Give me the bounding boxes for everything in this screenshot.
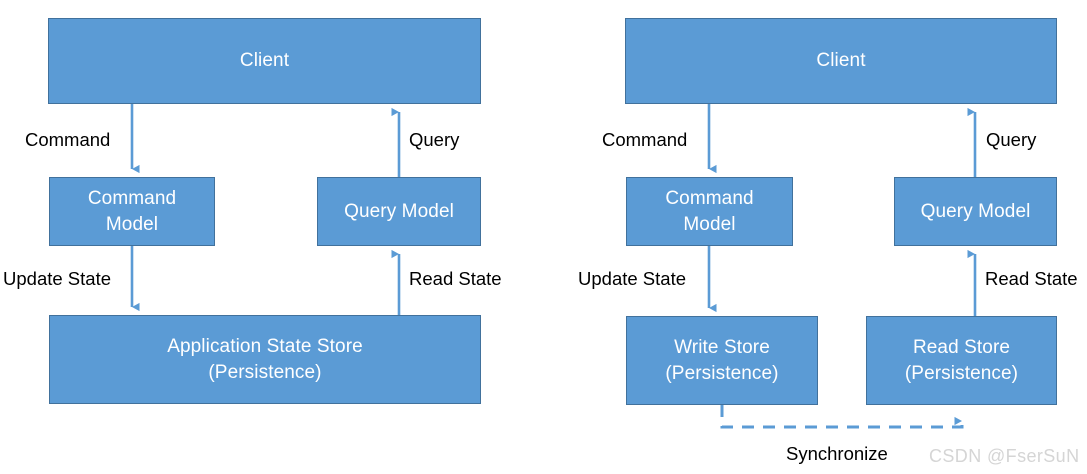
left-command-model-box[interactable]: Command Model [49, 177, 215, 246]
right-query-edge-label: Query [986, 129, 1037, 150]
left-store-label-line1: Application State Store [167, 336, 363, 358]
left-command-model-label-line2: Model [105, 213, 159, 235]
right-query-model-box[interactable]: Query Model [894, 177, 1057, 246]
left-query-edge-label: Query [409, 129, 460, 150]
right-command-edge-label: Command [602, 129, 688, 150]
left-store-label-line2: (Persistence) [208, 361, 322, 383]
csdn-watermark: CSDN @FserSuN [929, 446, 1080, 466]
left-application-state-store-box[interactable]: Application State Store (Persistence) [49, 315, 481, 404]
right-client-label: Client [816, 50, 866, 72]
right-query-model-label: Query Model [920, 200, 1031, 222]
left-update-state-edge-label: Update State [3, 268, 111, 289]
left-client-label: Client [239, 50, 290, 72]
left-client-box[interactable]: Client [48, 18, 481, 104]
right-synchronize-edge-label: Synchronize [786, 443, 888, 464]
right-write-store-label-line2: (Persistence) [665, 362, 779, 384]
right-command-model-box[interactable]: Command Model [626, 177, 793, 246]
right-command-model-label-line2: Model [683, 213, 736, 235]
right-read-store-label-line1: Read Store [912, 337, 1011, 359]
right-client-box[interactable]: Client [625, 18, 1057, 104]
left-command-edge-label: Command [25, 129, 111, 150]
right-write-store-label-line1: Write Store [674, 337, 770, 359]
right-update-state-edge-label: Update State [578, 268, 686, 289]
left-query-model-box[interactable]: Query Model [317, 177, 481, 246]
right-write-store-box[interactable]: Write Store (Persistence) [626, 316, 818, 405]
right-command-model-label-line1: Command [665, 188, 754, 210]
right-read-store-label-line2: (Persistence) [904, 362, 1019, 384]
arrow-synchronize [720, 405, 964, 429]
left-read-state-edge-label: Read State [409, 268, 502, 289]
right-read-store-box[interactable]: Read Store (Persistence) [866, 316, 1057, 405]
left-command-model-label-line1: Command [87, 188, 177, 210]
left-query-model-label: Query Model [344, 200, 454, 222]
right-read-state-edge-label: Read State [985, 268, 1078, 289]
